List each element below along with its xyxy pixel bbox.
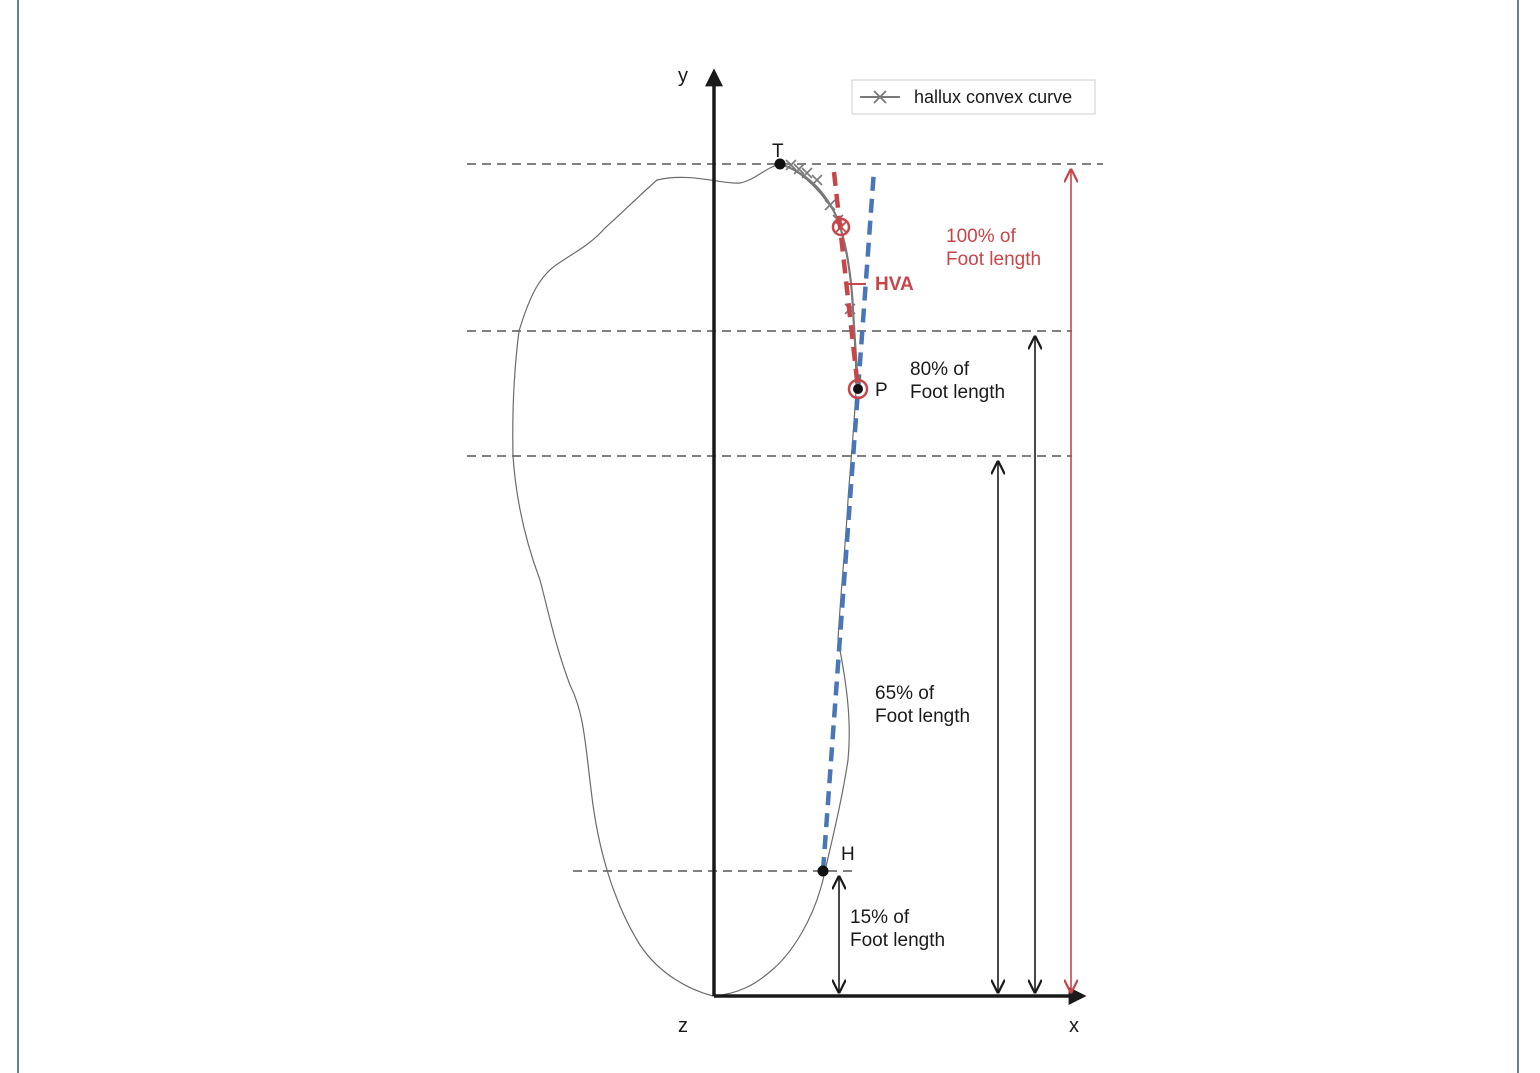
curve-cross-icon — [824, 199, 836, 211]
level-65-label: 65% of Foot length — [875, 683, 970, 727]
legend-box — [851, 79, 1096, 115]
point-h-label: H — [841, 844, 855, 865]
legend-cross-icon — [873, 90, 887, 104]
curve-cross-icon — [785, 159, 797, 171]
point-h-marker — [817, 865, 829, 877]
point-p-marker — [847, 378, 869, 400]
guide-lines — [467, 163, 1103, 872]
red-point-upper — [831, 217, 851, 237]
level-15-label: 15% of Foot length — [850, 907, 945, 951]
hva-label: HVA — [875, 274, 914, 295]
level-100-label: 100% of Foot length — [946, 226, 1041, 270]
hallux-convex-curve — [779, 159, 860, 390]
x-axis-label: x — [1069, 1015, 1079, 1037]
red-hallux-line — [831, 171, 861, 390]
legend: hallux convex curve — [851, 79, 1096, 115]
blue-axis-line — [820, 169, 877, 872]
point-t-marker — [774, 158, 786, 170]
point-cross-icon — [835, 221, 847, 233]
point-t-label: T — [772, 141, 784, 162]
curve-cross-icon — [801, 167, 813, 179]
foot-outline — [512, 163, 857, 997]
legend-label: hallux convex curve — [914, 87, 1072, 107]
curve-cross-icon — [793, 163, 805, 175]
point-p-label: P — [875, 380, 888, 401]
y-axis-label: y — [678, 65, 688, 87]
z-axis-label: z — [678, 1015, 688, 1037]
level-80-label: 80% of Foot length — [910, 359, 1005, 403]
curve-cross-icon — [811, 174, 823, 186]
